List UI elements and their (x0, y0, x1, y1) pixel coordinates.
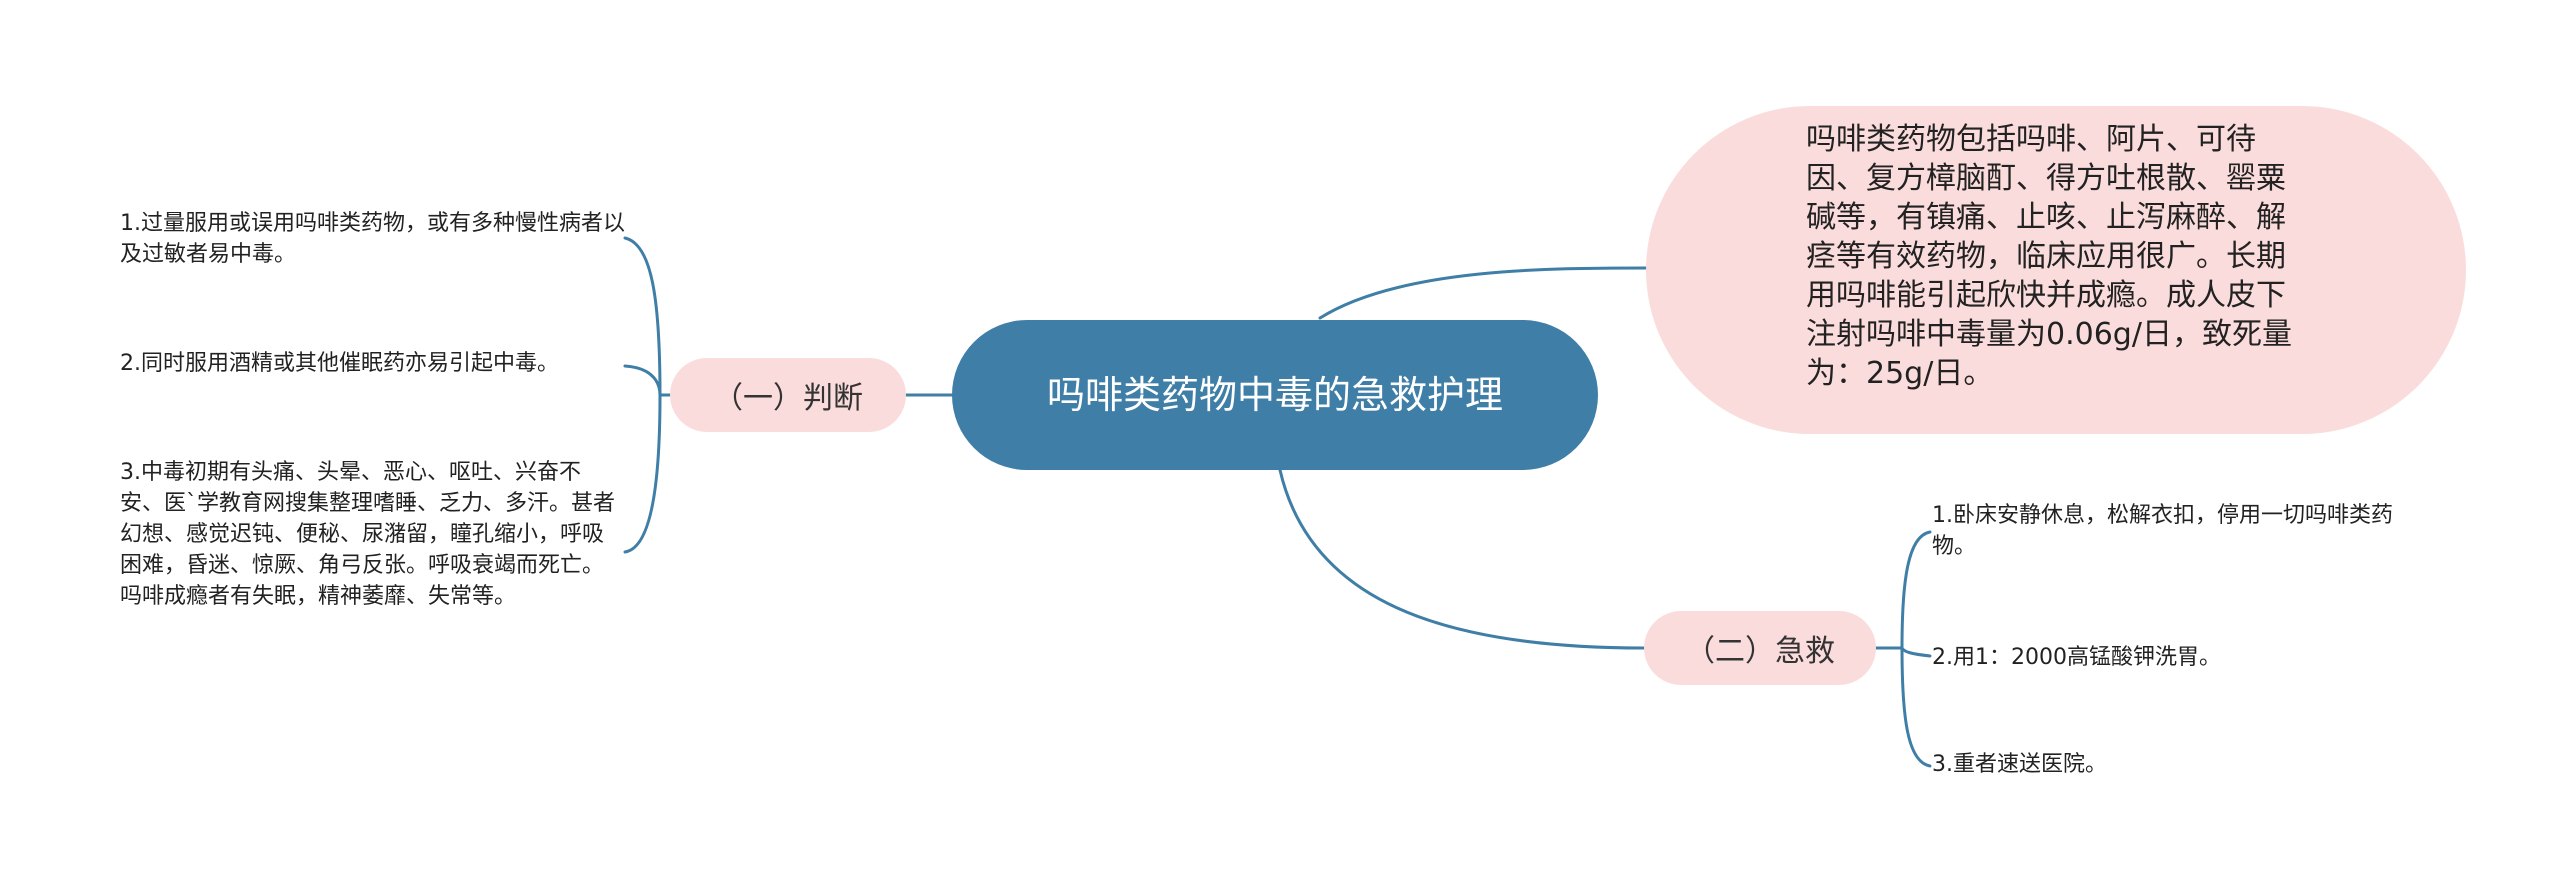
connector-judge-item-2 (623, 364, 662, 397)
judge-item-1[interactable]: 1.过量服用或误用吗啡类药物，或有多种慢性病者以及过敏者易中毒。 (120, 211, 625, 267)
aid-item-3[interactable]: 3.重者速送医院。 (1932, 752, 2107, 777)
central-topic-label: 吗啡类药物中毒的急救护理 (1046, 373, 1503, 417)
connector-aid-item-2 (1900, 646, 1932, 658)
connector-judge-item-1 (623, 236, 662, 397)
connector-judge-item-3 (623, 393, 662, 554)
connector-aid-item-1 (1900, 530, 1932, 650)
branch-judge[interactable]: （一）判断 (670, 358, 906, 432)
central-topic[interactable]: 吗啡类药物中毒的急救护理 (952, 320, 1598, 470)
branch-aid-label: （二）急救 (1685, 634, 1835, 669)
aid-item-2[interactable]: 2.用1：2000高锰酸钾洗胃。 (1932, 645, 2221, 670)
connector-central-aid (1278, 468, 1646, 650)
branch-aid[interactable]: （二）急救 (1644, 611, 1876, 685)
judge-item-3[interactable]: 3.中毒初期有头痛、头晕、恶心、呕吐、兴奋不安、医`学教育网搜集整理嗜睡、乏力、… (120, 460, 616, 609)
description-text: 吗啡类药物包括吗啡、阿片、可待因、复方樟脑酊、得方吐根散、罂粟碱等，有镇痛、止咳… (1806, 122, 2292, 391)
judge-item-2[interactable]: 2.同时服用酒精或其他催眠药亦易引起中毒。 (120, 351, 559, 376)
description-node[interactable]: 吗啡类药物包括吗啡、阿片、可待因、复方樟脑酊、得方吐根散、罂粟碱等，有镇痛、止咳… (1646, 106, 2466, 434)
connector-central-description (1318, 266, 1650, 320)
connector-aid-item-3 (1900, 646, 1932, 768)
branch-judge-label: （一）判断 (713, 381, 863, 416)
aid-item-1[interactable]: 1.卧床安静休息，松解衣扣，停用一切吗啡类药物。 (1932, 503, 2393, 559)
